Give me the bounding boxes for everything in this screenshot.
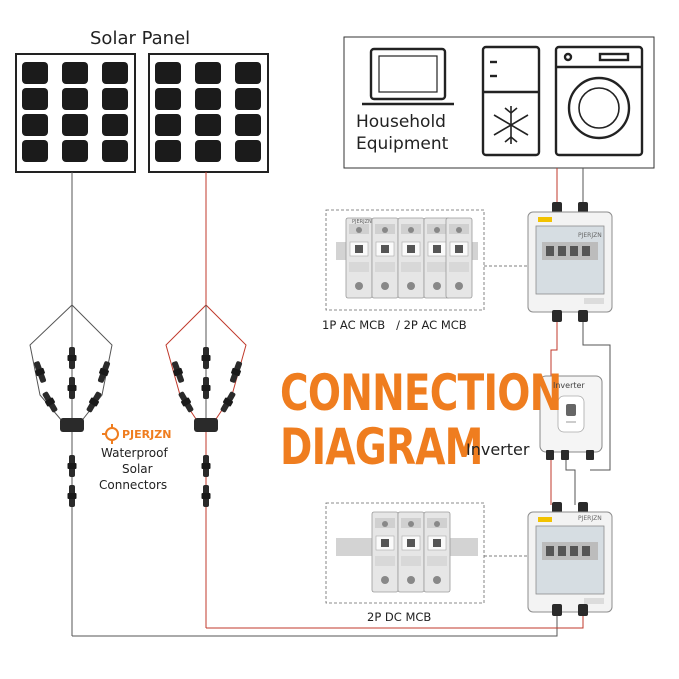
dc-mcb-label: 2P DC MCB (367, 610, 432, 624)
ac-mcb-group (325, 209, 528, 311)
ac-combiner-box (527, 202, 613, 322)
ac-wiring (550, 168, 611, 505)
inverter-device (539, 375, 603, 460)
dc-box-brand: PJERJZN (578, 515, 602, 522)
brand-name: PJERJZN (122, 428, 172, 441)
ac-box-brand: PJERJZN (578, 232, 602, 239)
inverter-device-label: Inverter (553, 381, 585, 390)
dc-combiner-box (527, 502, 613, 616)
washing-machine-icon (554, 45, 644, 157)
fridge-icon (481, 45, 541, 157)
solar-panel-right (148, 53, 269, 173)
ac-mcb-label: 1P AC MCB / 2P AC MCB (322, 318, 467, 332)
diagram-title-line1: CONNECTION (280, 364, 562, 422)
y-branch-connector-left (32, 347, 112, 507)
diagram-title-line2: DIAGRAM (280, 418, 483, 476)
brand-logo-icon (102, 424, 119, 444)
solar-panel-left (15, 53, 136, 173)
solar-panel-label: Solar Panel (90, 28, 191, 49)
mcb-brand: PJERJZN (352, 219, 372, 225)
connectors-label-line3: Connectors (99, 478, 168, 492)
household-label-line1: Household (356, 112, 446, 132)
connectors-label-line1: Waterproof (101, 446, 168, 460)
household-label-line2: Equipment (356, 134, 449, 154)
y-branch-connector-right (170, 347, 244, 507)
household-equipment-panel (343, 36, 655, 169)
inverter-label: Inverter (466, 440, 530, 459)
dc-mcb-group (325, 502, 528, 604)
connectors-label-line2: Solar (122, 462, 153, 476)
laptop-icon (362, 47, 454, 106)
